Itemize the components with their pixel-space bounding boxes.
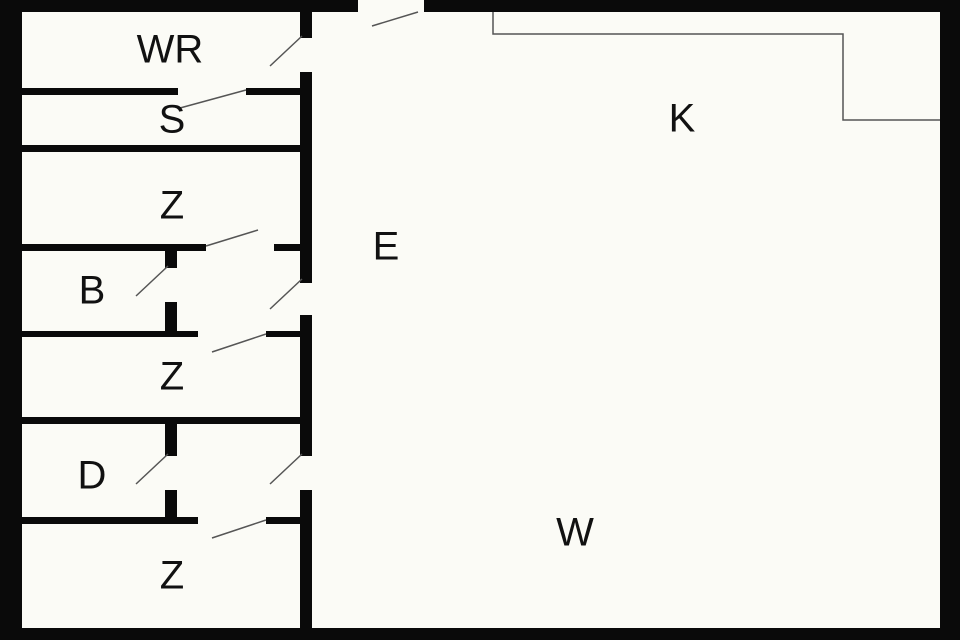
door-gap-z2 (198, 331, 266, 337)
door-leaf-d (135, 453, 169, 485)
room-wr-floor (22, 12, 300, 88)
door-gap-s (178, 88, 246, 95)
corridor-lower-floor (177, 424, 300, 517)
room-label-k: K (669, 97, 696, 141)
door-gap-z1 (206, 244, 274, 251)
room-label-z3: Z (160, 554, 184, 598)
door-leaf-b (135, 265, 169, 297)
room-label-wr: WR (137, 28, 204, 72)
room-label-b: B (79, 269, 106, 313)
door-gap-d (165, 456, 177, 490)
door-leaf-upper-corridor (269, 278, 303, 310)
room-z1-floor (22, 152, 300, 244)
room-label-d: D (78, 454, 107, 498)
room-label-w: W (556, 511, 594, 555)
door-leaf-z1 (205, 229, 259, 247)
kitchen-counter (492, 12, 940, 121)
room-label-z2: Z (160, 355, 184, 399)
room-d-floor (22, 424, 165, 517)
door-leaf-wr (269, 35, 303, 67)
door-gap-wr (300, 38, 312, 72)
door-gap-lower-corridor (300, 456, 312, 490)
door-leaf-z2 (211, 333, 267, 353)
room-s-floor (22, 95, 300, 145)
door-leaf-s (179, 89, 247, 109)
room-label-e: E (373, 225, 400, 269)
room-z3-floor (22, 524, 300, 628)
room-label-z1: Z (160, 184, 184, 228)
room-z2-floor (22, 337, 300, 417)
door-gap-z3 (198, 517, 266, 524)
door-gap-upper-corridor (300, 283, 312, 315)
entrance-door-leaf (371, 11, 419, 27)
entrance-opening (358, 0, 424, 12)
door-gap-b (165, 268, 177, 302)
room-label-s: S (159, 98, 186, 142)
main-space-floor (312, 12, 940, 628)
door-leaf-lower-corridor (269, 453, 303, 485)
door-leaf-z3 (211, 519, 267, 539)
corridor-upper-floor (177, 251, 300, 331)
